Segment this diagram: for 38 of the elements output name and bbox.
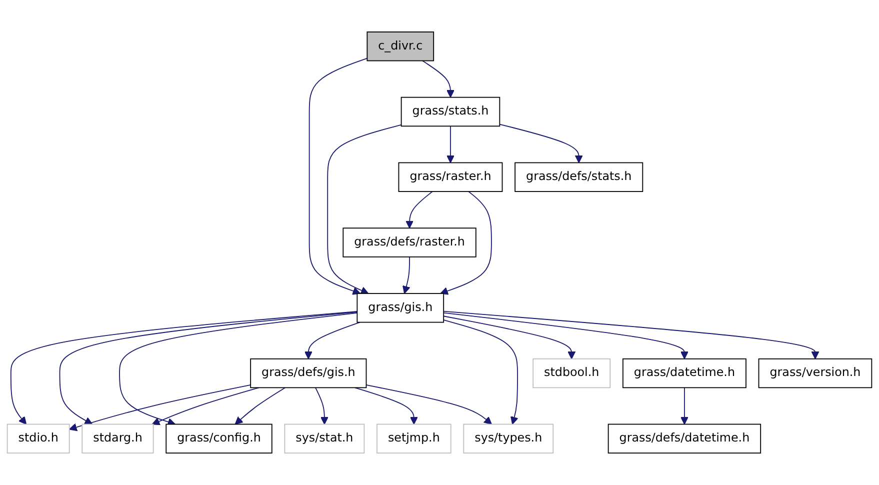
arrow	[443, 316, 576, 360]
node-box: grass/config.h	[166, 424, 272, 454]
node-box: stdbool.h	[532, 358, 611, 388]
arrow	[443, 319, 518, 425]
arrow	[680, 387, 688, 425]
node-box: grass/raster.h	[398, 162, 503, 192]
node-box: grass/defs/raster.h	[342, 228, 476, 258]
node-box: stdio.h	[6, 424, 70, 454]
arrow	[366, 384, 492, 425]
arrow	[119, 312, 358, 426]
node-box: stdarg.h	[82, 424, 154, 454]
node-box: grass/defs/gis.h	[250, 358, 367, 388]
node-box: grass/defs/datetime.h	[608, 424, 762, 454]
node-box: setjmp.h	[376, 424, 452, 454]
arrow	[234, 387, 286, 425]
node-box: sys/stat.h	[284, 424, 365, 454]
node-box: c_divr.c	[366, 32, 434, 62]
node-box: grass/datetime.h	[622, 358, 746, 388]
node-box: sys/types.h	[463, 424, 554, 454]
arrow	[327, 124, 402, 294]
arrow	[446, 126, 454, 164]
arrow	[308, 58, 368, 295]
arrow	[402, 256, 410, 294]
node-box: grass/version.h	[758, 358, 872, 388]
arrow	[406, 191, 433, 228]
arrow	[354, 387, 418, 425]
arrow	[304, 322, 360, 360]
node-box: grass/defs/stats.h	[514, 162, 644, 192]
arrow	[152, 387, 260, 426]
arrow	[440, 191, 492, 295]
arrow	[69, 384, 252, 432]
arrow	[443, 310, 820, 360]
arrow	[422, 60, 454, 98]
arrow	[315, 387, 328, 425]
node-box: grass/gis.h	[356, 293, 444, 323]
arrow	[499, 124, 583, 164]
arrow	[443, 312, 688, 360]
node-box: grass/stats.h	[400, 96, 500, 127]
